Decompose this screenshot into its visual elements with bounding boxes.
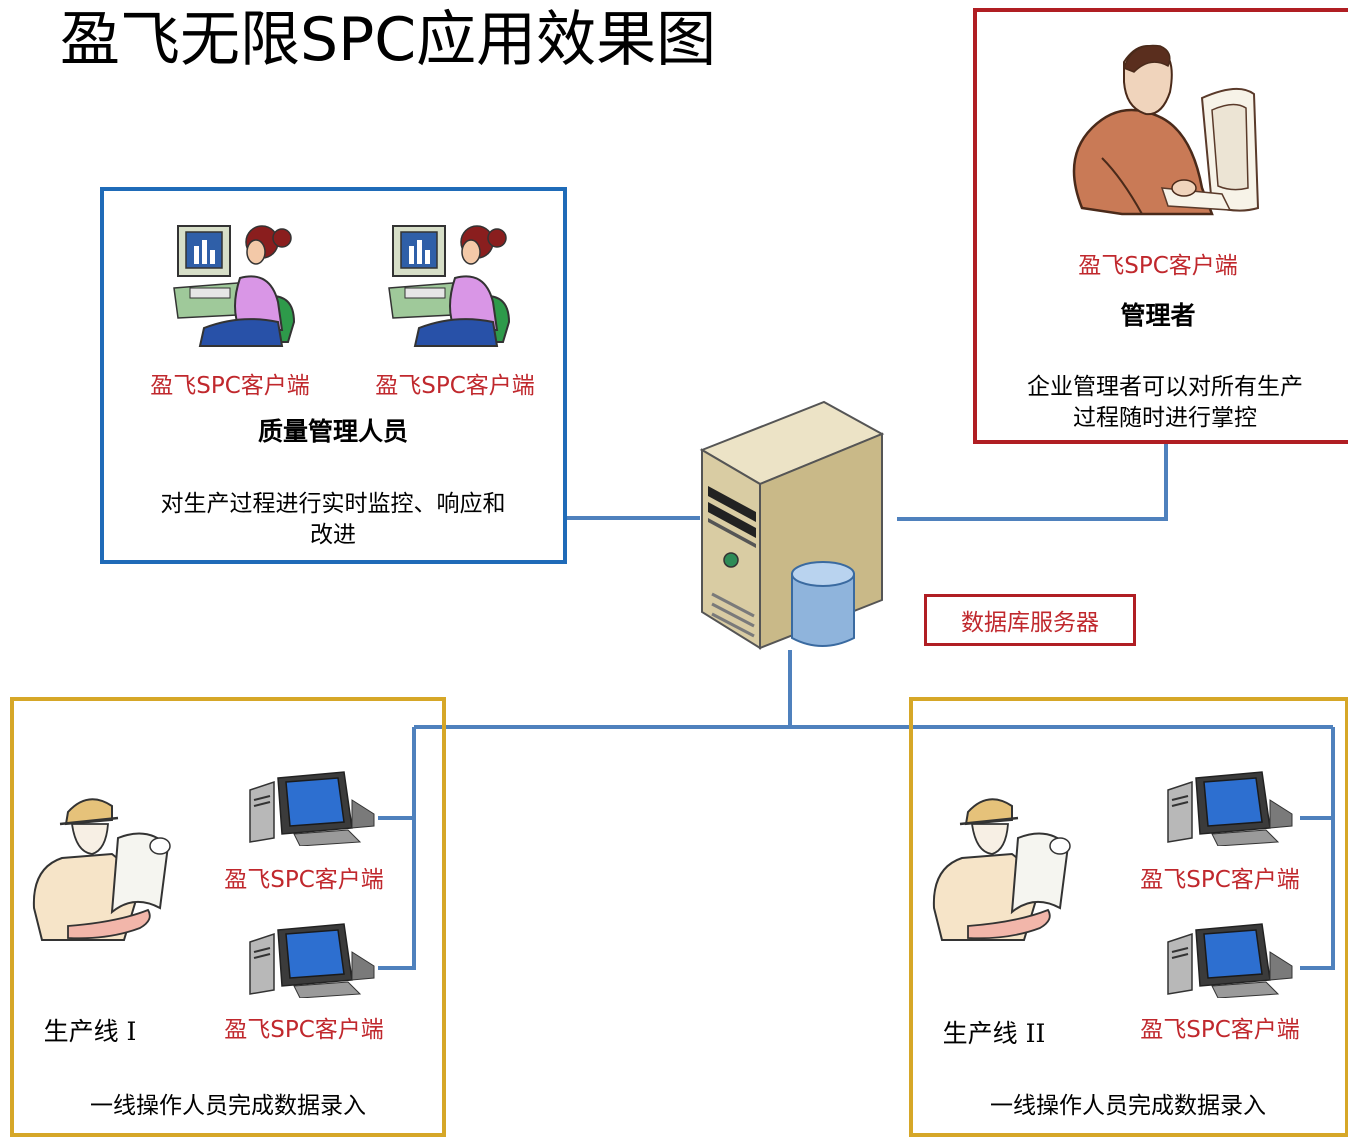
- wire-line1-drop: [378, 727, 416, 970]
- workstation-icon: [249, 923, 375, 998]
- database-server-label: 数据库服务器: [924, 594, 1136, 646]
- line1-client-label-top: 盈飞SPC客户端: [224, 867, 384, 893]
- quality-role-label: 质量管理人员: [257, 417, 408, 446]
- line1-client-label-bottom: 盈飞SPC客户端: [224, 1017, 384, 1043]
- line-worker-icon: [932, 798, 1071, 941]
- wire-server-manager: [897, 444, 1168, 521]
- database-server-icon: [699, 400, 885, 650]
- manager-box: [973, 8, 1348, 444]
- workstation-icon: [249, 771, 375, 846]
- quality-description-line1: 对生产过程进行实时监控、响应和: [160, 491, 506, 517]
- manager-icon: [1072, 44, 1260, 216]
- page-title: 盈飞无限SPC应用效果图: [60, 5, 717, 75]
- workstation-icon: [1167, 771, 1293, 846]
- quality-client-label-right: 盈飞SPC客户端: [375, 373, 535, 399]
- manager-client-label: 盈飞SPC客户端: [1078, 253, 1238, 279]
- line1-description: 一线操作人员完成数据录入: [90, 1093, 366, 1119]
- line2-description: 一线操作人员完成数据录入: [990, 1093, 1266, 1119]
- line2-name-label: 生产线 II: [942, 1019, 1046, 1048]
- manager-role-label: 管理者: [1120, 301, 1196, 330]
- manager-description-line1: 企业管理者可以对所有生产: [1027, 374, 1303, 400]
- quality-client-label-left: 盈飞SPC客户端: [150, 373, 310, 399]
- manager-description-line2: 过程随时进行掌控: [1073, 405, 1257, 431]
- quality-team-box: [100, 187, 567, 564]
- line1-name-label: 生产线 I: [43, 1017, 137, 1046]
- quality-staff-icon: [173, 225, 296, 347]
- wire-line2-drop: [1300, 727, 1335, 970]
- quality-staff-icon: [388, 225, 511, 347]
- line2-client-label-top: 盈飞SPC客户端: [1140, 867, 1300, 893]
- line-worker-icon: [32, 798, 171, 941]
- quality-description-line2: 改进: [310, 522, 356, 548]
- line2-client-label-bottom: 盈飞SPC客户端: [1140, 1017, 1300, 1043]
- workstation-icon: [1167, 923, 1293, 998]
